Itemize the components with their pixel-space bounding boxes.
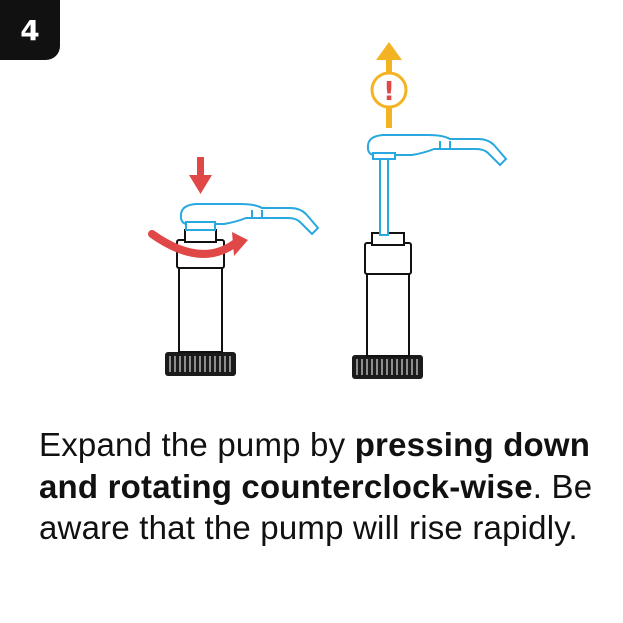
rotate-counterclockwise-arrow-icon bbox=[148, 230, 238, 258]
pump-compressed bbox=[148, 157, 320, 376]
pump-head-left bbox=[179, 203, 320, 236]
pump-collar-right bbox=[364, 242, 412, 275]
caption-text-1: Expand the pump by bbox=[39, 426, 355, 463]
pump-stem-right bbox=[379, 154, 389, 236]
pump-illustration: ! bbox=[148, 42, 508, 379]
cap-ridges-right bbox=[356, 359, 418, 375]
caption-bold-text: pressing down and rotating counterclock-… bbox=[39, 426, 591, 505]
instruction-caption: Expand the pump by pressing down and rot… bbox=[39, 424, 599, 549]
pump-cylinder-right bbox=[366, 271, 410, 357]
pump-extended: ! bbox=[352, 42, 508, 379]
pump-cylinder-left bbox=[178, 265, 223, 353]
step-number-badge: 4 bbox=[0, 0, 60, 60]
rise-up-arrow-icon bbox=[376, 42, 402, 128]
warning-exclamation-icon: ! bbox=[370, 71, 408, 109]
press-down-arrow-icon bbox=[189, 157, 212, 194]
pump-head-right bbox=[366, 134, 508, 167]
step-number: 4 bbox=[20, 13, 40, 47]
cap-ridges-left bbox=[169, 356, 231, 372]
caption-text-2: . Be aware that the pump will rise rapid… bbox=[39, 467, 593, 547]
warning-symbol: ! bbox=[383, 77, 395, 107]
